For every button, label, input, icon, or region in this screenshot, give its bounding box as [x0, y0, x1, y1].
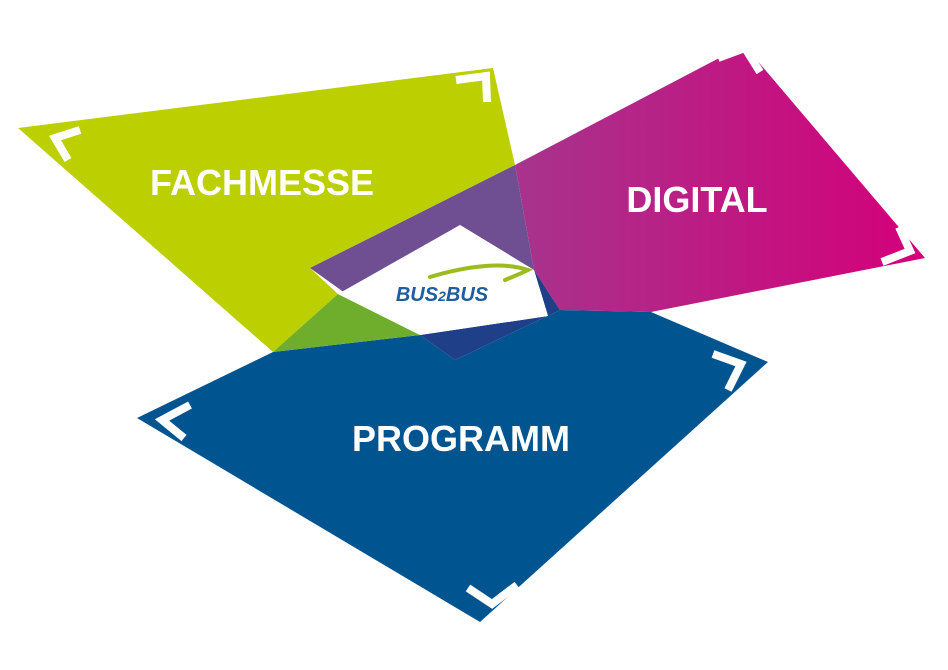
programm-corner-bracket-bottom	[465, 581, 520, 609]
programm-corner-bracket-right	[711, 350, 747, 392]
logo-text-mid: 2	[437, 288, 446, 304]
overlap-fachmesse-digital	[310, 165, 534, 293]
programm-shape	[137, 310, 768, 622]
programm-panel[interactable]: PROGRAMM	[137, 310, 768, 622]
digital-label: DIGITAL	[626, 179, 767, 220]
programm-label: PROGRAMM	[352, 418, 570, 459]
overlap-digital-programm	[420, 270, 651, 360]
logo-text-right: BUS	[446, 284, 489, 306]
logo-background	[338, 225, 548, 335]
fachmesse-label: FACHMESSE	[150, 162, 374, 203]
fachmesse-shape	[18, 68, 515, 352]
digital-shape	[515, 45, 925, 312]
digital-corner-bracket-bottom	[880, 225, 916, 266]
fachmesse-panel[interactable]: FACHMESSE	[18, 68, 515, 352]
logo-swoosh	[428, 263, 534, 282]
logo-text: BUS2BUS	[396, 284, 489, 306]
digital-panel[interactable]: DIGITAL	[515, 43, 925, 312]
logo-text-left: BUS	[396, 284, 439, 306]
overlap-fachmesse-programm	[273, 294, 420, 352]
bus2bus-logo[interactable]: BUS2BUS	[338, 225, 548, 335]
fachmesse-corner-bracket-right	[455, 71, 491, 103]
programm-corner-bracket-left	[154, 401, 192, 442]
fachmesse-corner-bracket-left	[49, 126, 82, 163]
digital-corner-bracket-top	[716, 43, 764, 75]
